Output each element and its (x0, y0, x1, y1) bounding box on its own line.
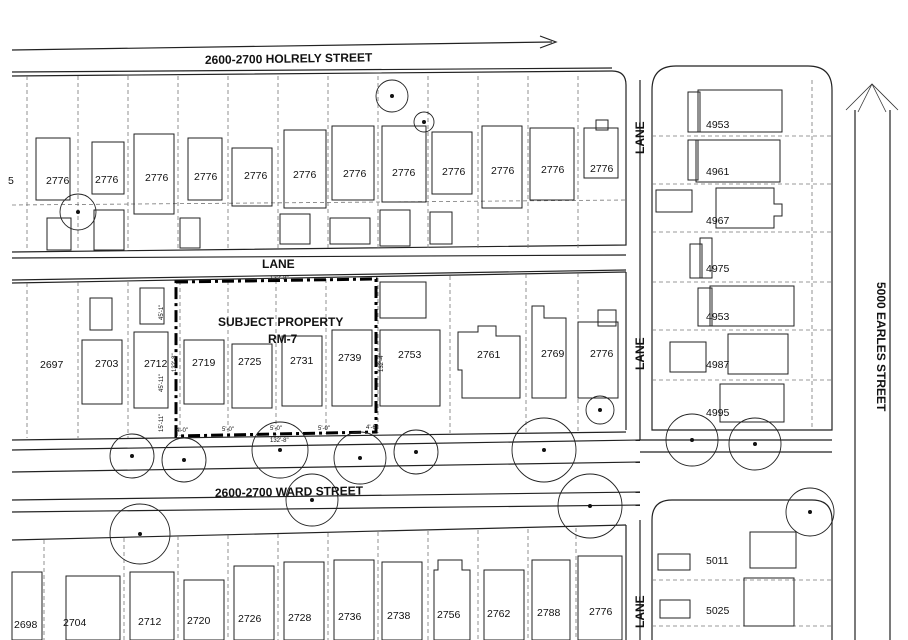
lot-number: 2725 (238, 356, 262, 368)
dimension-b3: 5'-0" (270, 426, 282, 432)
dimension-left-2: 45'-11" (159, 374, 165, 392)
lot-number: 2698 (14, 619, 38, 631)
lot-number: 2776 (491, 165, 515, 177)
east-lane-label-north: LANE (633, 121, 647, 154)
lot-number: 2776 (95, 174, 119, 186)
lot-number: 2738 (387, 610, 411, 622)
tree-symbols (59, 79, 835, 565)
earles-street-road (639, 80, 899, 640)
lot-number: 2704 (63, 617, 87, 629)
lot-number: 2703 (95, 358, 119, 370)
east-lane-label-middle: LANE (633, 337, 647, 370)
lot-number: 2712 (138, 616, 162, 628)
holrely-street-label: 2600-2700 HOLRELY STREET (205, 50, 373, 67)
lot-number: 2776 (145, 172, 169, 184)
lot-number: 4961 (706, 166, 730, 178)
dimension-left-4: 15'-11" (159, 414, 165, 432)
north-block-lots (11, 76, 627, 251)
lot-number: 5025 (706, 605, 730, 617)
subject-property-title: SUBJECT PROPERTY (218, 315, 343, 329)
ward-street-label: 2600-2700 WARD STREET (215, 484, 364, 500)
lot-number: 2720 (187, 615, 211, 627)
lot-number: 2719 (192, 357, 216, 369)
dimension-top: 132'-8" (270, 276, 289, 282)
dimension-b4: 5'-0" (318, 426, 330, 432)
lot-number: 2753 (398, 349, 422, 361)
lot-number: 2776 (194, 171, 218, 183)
lot-number: 2776 (442, 166, 466, 178)
lot-number: 2728 (288, 612, 312, 624)
east-block-lots (652, 80, 832, 430)
dimension-b1: 4'-0" (176, 428, 188, 434)
dimension-left-3: 132'-8" (172, 353, 178, 372)
lot-number: 2762 (487, 608, 511, 620)
south-block-outline (11, 524, 627, 640)
lot-number: 2736 (338, 611, 362, 623)
dimension-b5: 4'-6" (366, 425, 378, 431)
north-block-outline (11, 70, 627, 253)
dimension-bottom: 132'-8" (270, 438, 289, 444)
lot-number: 2776 (541, 164, 565, 176)
lot-number: 2788 (537, 607, 561, 619)
lot-number: 2712 (144, 358, 168, 370)
dimension-b2: 5'-0" (222, 427, 234, 433)
southeast-block-lots (652, 531, 832, 627)
lot-number-fragment: 5 (8, 175, 14, 187)
middle-lane-road (11, 254, 627, 281)
subject-property-boundary (174, 277, 378, 438)
lot-number: 4953 (706, 119, 730, 131)
lot-number: 2776 (590, 348, 614, 360)
dimension-left-1: 45'-1" (159, 305, 165, 320)
lot-number: 2776 (244, 170, 268, 182)
lot-number: 4987 (706, 359, 730, 371)
lot-number: 2769 (541, 348, 565, 360)
lot-number: 2726 (238, 613, 262, 625)
lot-number: 2776 (293, 169, 317, 181)
lot-number: 4995 (706, 407, 730, 419)
dimension-right: 132'-4" (379, 353, 385, 372)
middle-block-lots (26, 273, 619, 438)
lot-number: 2776 (46, 175, 70, 187)
lot-number: 4975 (706, 263, 730, 275)
lot-number: 4953 (706, 311, 730, 323)
middle-lane-label: LANE (262, 257, 295, 271)
lot-number: 2731 (290, 355, 314, 367)
lot-number: 2761 (477, 349, 501, 361)
south-block-lots (11, 528, 623, 640)
lot-number: 2776 (589, 606, 613, 618)
lot-number: 2776 (590, 163, 614, 175)
lot-number: 5011 (706, 555, 729, 567)
lot-number: 2756 (437, 609, 461, 621)
lot-number: 2739 (338, 352, 362, 364)
lot-number: 2776 (343, 168, 367, 180)
middle-block-outline (11, 271, 627, 441)
earles-street-label: 5000 EARLES STREET (874, 282, 888, 412)
lot-number: 2697 (40, 359, 64, 371)
holrely-street-road (11, 35, 613, 73)
subject-property-zone: RM-7 (268, 332, 298, 346)
lot-number: 2776 (392, 167, 416, 179)
east-lane-label-south: LANE (633, 595, 647, 628)
lot-number: 4967 (706, 215, 730, 227)
ward-street-road (11, 439, 641, 513)
